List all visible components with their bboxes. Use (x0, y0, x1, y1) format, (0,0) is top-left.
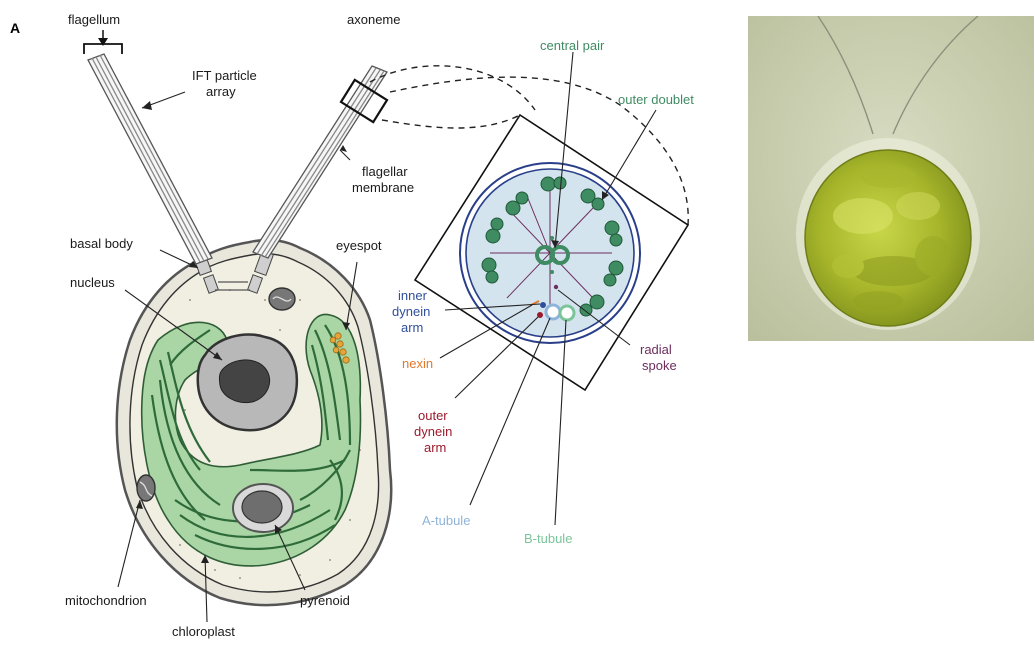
label-central-pair: central pair (540, 38, 605, 53)
left-flagellum (88, 54, 212, 264)
label-flagellar-membrane-line1: flagellar (362, 164, 408, 179)
right-flagellum (253, 66, 387, 258)
label-nucleus: nucleus (70, 275, 115, 290)
label-outer-dynein-line1: outer (418, 408, 448, 423)
label-nexin: nexin (402, 356, 433, 371)
label-inner-dynein-line2: dynein (392, 304, 430, 319)
label-eyespot: eyespot (336, 238, 382, 253)
pyrenoid (233, 484, 293, 532)
label-basal-body: basal body (70, 236, 133, 251)
label-pyrenoid: pyrenoid (300, 593, 350, 608)
label-inner-dynein-line1: inner (398, 288, 428, 303)
label-inner-dynein-line3: arm (401, 320, 423, 335)
label-ift-line1: IFT particle (192, 68, 257, 83)
label-b-tubule: B-tubule (524, 531, 572, 546)
panel-label-a: A (10, 20, 20, 36)
label-flagellar-membrane-line2: membrane (352, 180, 414, 195)
label-outer-dynein-line2: dynein (414, 424, 452, 439)
label-radial-spoke-line1: radial (640, 342, 672, 357)
label-radial-spoke-line2: spoke (642, 358, 677, 373)
label-flagellum: flagellum (68, 12, 120, 27)
micrograph-image (748, 16, 1034, 341)
label-ift-line2: array (206, 84, 236, 99)
micrograph-panel (748, 16, 1034, 341)
cell-diagram (84, 30, 391, 605)
label-chloroplast: chloroplast (172, 624, 235, 639)
label-axoneme: axoneme (347, 12, 400, 27)
label-outer-dynein-line3: arm (424, 440, 446, 455)
nucleus (198, 334, 297, 430)
label-a-tubule: A-tubule (422, 513, 470, 528)
label-mitochondrion: mitochondrion (65, 593, 147, 608)
label-outer-doublet: outer doublet (618, 92, 694, 107)
